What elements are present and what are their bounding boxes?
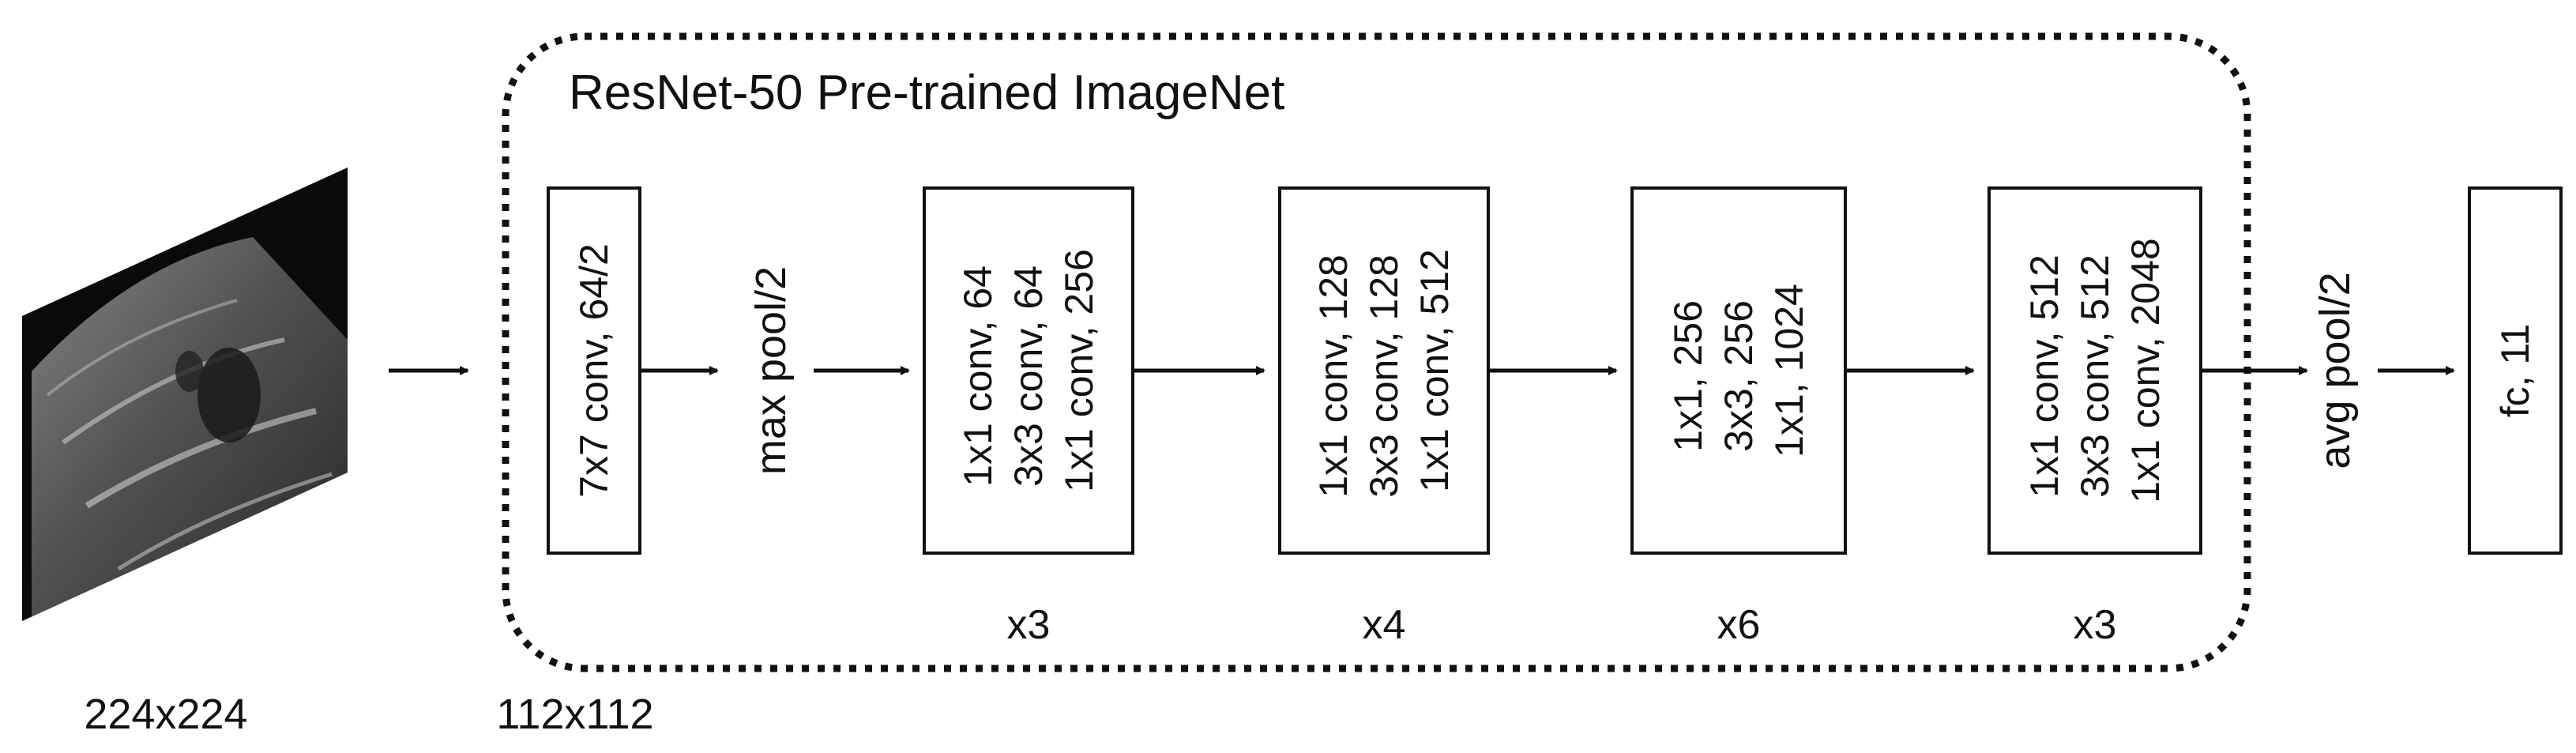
block-conv4-text: 1x1, 256 3x3, 256 1x1, 1024 — [1666, 284, 1811, 457]
max-pool-label: max pool/2 — [747, 266, 795, 475]
repeat-label-conv3: x4 — [1363, 602, 1406, 648]
block-conv1: 7x7 conv, 64/2 — [547, 186, 641, 555]
avg-pool-label: avg pool/2 — [2311, 272, 2359, 469]
repeat-label-conv4: x6 — [1717, 602, 1761, 648]
block-fc: fc, 11 — [2468, 186, 2563, 555]
input-ultrasound-image — [22, 168, 348, 621]
resnet-frame — [502, 32, 2251, 672]
input-size-label: 224x224 — [84, 691, 247, 738]
block-conv1-text: 7x7 conv, 64/2 — [572, 243, 616, 498]
repeat-label-conv5: x3 — [2074, 602, 2117, 648]
block-conv5: 1x1 conv, 512 3x3 conv, 512 1x1 conv, 20… — [1987, 186, 2202, 555]
block-conv2-text: 1x1 conv, 64 3x3 conv, 64 1x1 conv, 256 — [956, 249, 1101, 492]
block-conv5-text: 1x1 conv, 512 3x3 conv, 512 1x1 conv, 20… — [2022, 238, 2168, 503]
repeat-label-conv2: x3 — [1007, 602, 1051, 648]
diagram-title: ResNet-50 Pre-trained ImageNet — [569, 66, 1284, 120]
block-conv2: 1x1 conv, 64 3x3 conv, 64 1x1 conv, 256 — [923, 186, 1134, 555]
block-conv4: 1x1, 256 3x3, 256 1x1, 1024 — [1630, 186, 1847, 555]
stem-size-label: 112x112 — [496, 691, 653, 738]
block-fc-text: fc, 11 — [2493, 324, 2537, 418]
block-conv3-text: 1x1 conv, 128 3x3 conv, 128 1x1 conv, 51… — [1311, 243, 1457, 498]
block-conv3: 1x1 conv, 128 3x3 conv, 128 1x1 conv, 51… — [1278, 186, 1490, 555]
